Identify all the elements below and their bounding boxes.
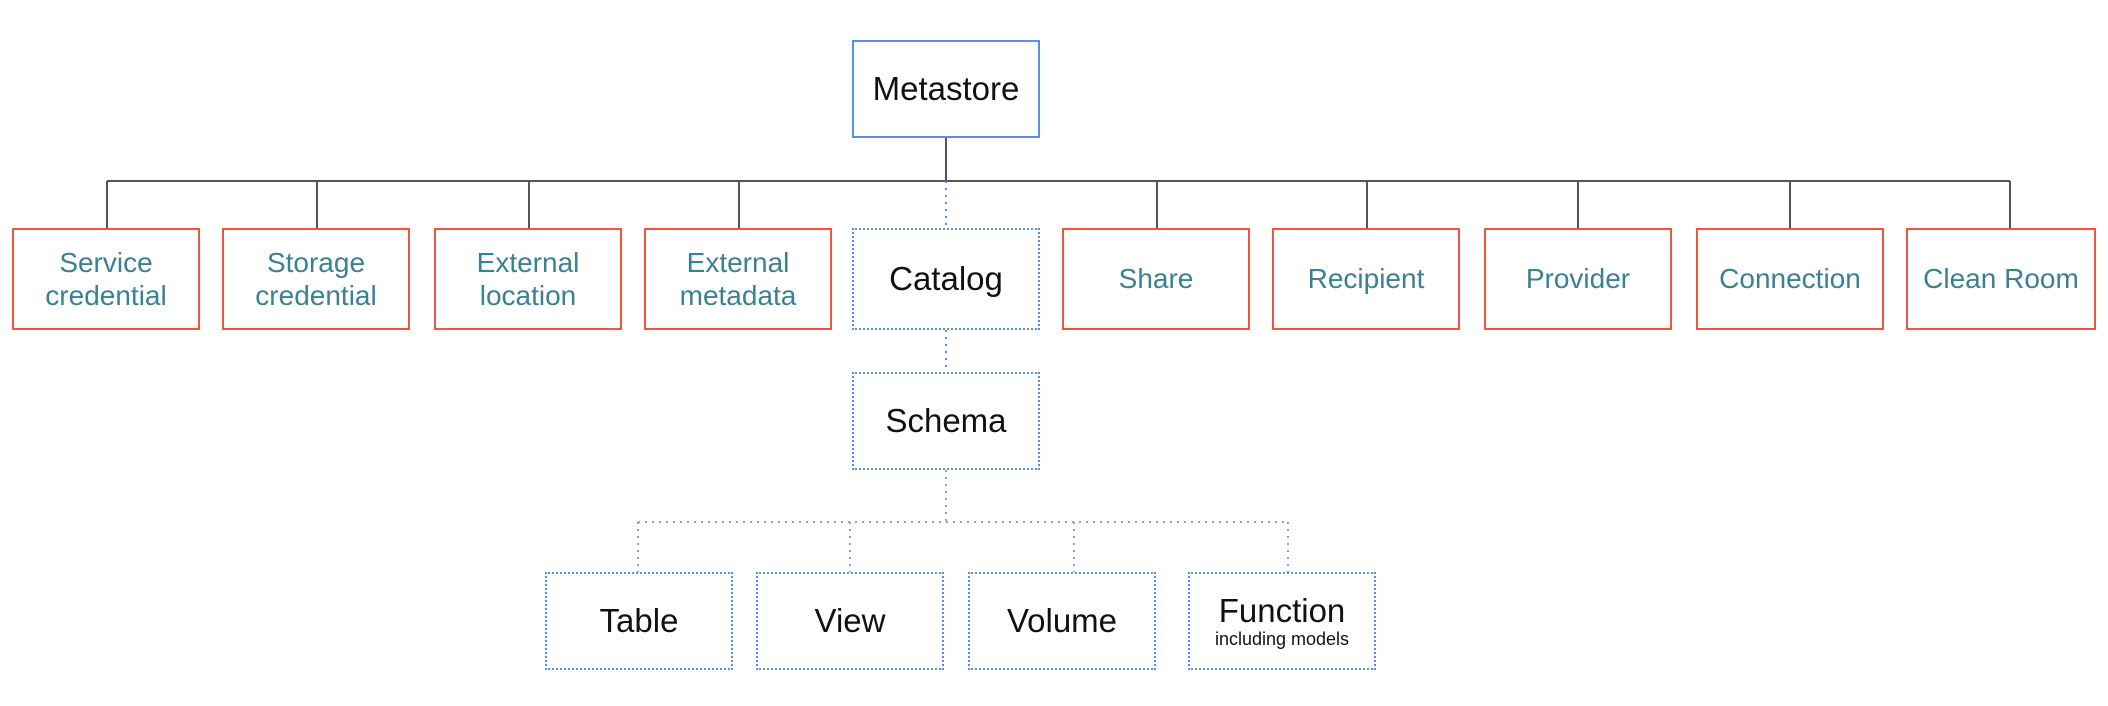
node-label: Schema: [885, 401, 1007, 439]
node-label: Connection: [1719, 263, 1861, 295]
node-external-location[interactable]: External location: [434, 228, 622, 330]
node-external-metadata[interactable]: External metadata: [644, 228, 832, 330]
node-connection[interactable]: Connection: [1696, 228, 1884, 330]
node-label: External metadata: [679, 246, 797, 311]
node-label: Recipient: [1307, 263, 1425, 295]
node-label: Metastore: [872, 69, 1020, 107]
node-label: Table: [599, 601, 679, 639]
node-label: Catalog: [889, 259, 1003, 297]
node-catalog[interactable]: Catalog: [852, 228, 1040, 330]
node-label: External location: [476, 246, 580, 311]
node-label: Service credential: [45, 246, 167, 311]
node-label: Storage credential: [255, 246, 377, 311]
node-volume[interactable]: Volume: [968, 572, 1156, 670]
node-clean-room[interactable]: Clean Room: [1906, 228, 2096, 330]
node-view[interactable]: View: [756, 572, 944, 670]
node-share[interactable]: Share: [1062, 228, 1250, 330]
node-label: View: [814, 601, 886, 639]
node-label: Share: [1118, 263, 1194, 295]
node-label: Provider: [1525, 263, 1631, 295]
node-label: Function: [1218, 591, 1346, 629]
node-provider[interactable]: Provider: [1484, 228, 1672, 330]
node-schema[interactable]: Schema: [852, 372, 1040, 470]
node-table[interactable]: Table: [545, 572, 733, 670]
node-metastore[interactable]: Metastore: [852, 40, 1040, 138]
node-storage-credential[interactable]: Storage credential: [222, 228, 410, 330]
node-service-credential[interactable]: Service credential: [12, 228, 200, 330]
node-label: Volume: [1006, 601, 1118, 639]
node-sublabel: including models: [1214, 628, 1350, 649]
node-recipient[interactable]: Recipient: [1272, 228, 1460, 330]
node-label: Clean Room: [1923, 263, 2079, 295]
